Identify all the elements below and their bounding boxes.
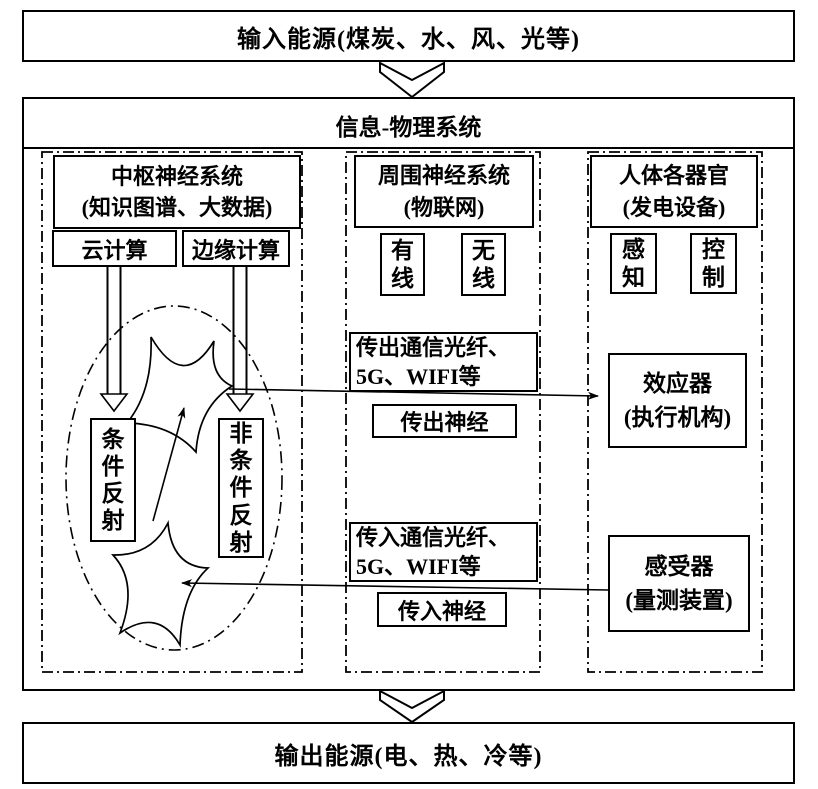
receptor-line2: (量测装置) <box>625 587 733 613</box>
central-column-frame <box>41 151 303 673</box>
afferent-nerve-label: 传入神经 <box>397 598 486 624</box>
central-header-line2: (知识图谱、大数据) <box>81 195 273 220</box>
edge-computing-label: 边缘计算 <box>191 237 280 263</box>
brain-ellipse-icon <box>65 305 283 651</box>
input-energy-label: 输入能源(煤炭、水、风、光等) <box>237 26 580 53</box>
efferent-comm-line2: 5G、WIFI等 <box>356 364 481 389</box>
peripheral-header: 周围神经系统 (物联网) <box>354 155 534 228</box>
cloud-down-arrow-icon <box>99 267 129 413</box>
reflex-arrow-icon <box>152 407 186 522</box>
sensing-box: 感知 <box>610 233 657 294</box>
unconditioned-reflex-label: 非条件反射 <box>229 421 253 555</box>
input-energy-box: 输入能源(煤炭、水、风、光等) <box>22 10 795 62</box>
organ-header: 人体各器官 (发电设备) <box>590 155 758 228</box>
output-energy-label: 输出能源(电、热、冷等) <box>274 743 543 770</box>
receptor-box: 感受器 (量测装置) <box>608 535 750 632</box>
cps-box <box>22 97 795 691</box>
cloud-computing-box: 云计算 <box>52 230 177 267</box>
effector-line2: (执行机构) <box>623 404 732 430</box>
conditioned-reflex-label: 条件反射 <box>101 426 125 534</box>
efferent-comm-line1: 传出通信光纤、 <box>356 334 511 360</box>
cloud-computing-label: 云计算 <box>81 237 148 263</box>
neuron-lower-icon <box>111 520 211 648</box>
peripheral-header-line1: 周围神经系统 <box>377 163 510 189</box>
efferent-nerve-box: 传出神经 <box>372 404 517 438</box>
wireless-label: 无线 <box>471 238 495 291</box>
afferent-arrow-icon <box>181 579 609 591</box>
efferent-nerve-label: 传出神经 <box>400 410 489 435</box>
organ-column-frame <box>587 151 763 673</box>
edge-down-arrow-icon <box>225 267 255 413</box>
output-flow-arrow-icon <box>379 689 445 724</box>
output-energy-box: 输出能源(电、热、冷等) <box>22 722 795 784</box>
peripheral-header-line2: (物联网) <box>403 194 485 220</box>
wireless-box: 无线 <box>461 233 506 296</box>
afferent-comm-box: 传入通信光纤、 5G、WIFI等 <box>349 522 538 582</box>
effector-line1: 效应器 <box>643 371 712 397</box>
input-flow-arrow-icon <box>379 61 445 99</box>
cps-title: 信息-物理系统 <box>335 115 482 140</box>
organ-header-line1: 人体各器官 <box>618 163 729 189</box>
afferent-comm-line2: 5G、WIFI等 <box>356 554 481 579</box>
afferent-nerve-box: 传入神经 <box>377 592 507 627</box>
edge-computing-box: 边缘计算 <box>182 230 290 267</box>
control-box: 控制 <box>690 233 737 294</box>
efferent-arrow-icon <box>228 388 599 400</box>
receptor-line1: 感受器 <box>644 554 714 580</box>
effector-box: 效应器 (执行机构) <box>608 353 747 448</box>
sensing-label: 感知 <box>621 237 645 290</box>
wired-box: 有线 <box>380 233 425 296</box>
efferent-comm-box: 传出通信光纤、 5G、WIFI等 <box>349 332 538 392</box>
organ-header-line2: (发电设备) <box>622 194 726 220</box>
conditioned-reflex-box: 条件反射 <box>90 418 136 542</box>
afferent-comm-line1: 传入通信光纤、 <box>356 524 511 550</box>
unconditioned-reflex-box: 非条件反射 <box>218 418 264 558</box>
central-header: 中枢神经系统 (知识图谱、大数据) <box>53 155 301 229</box>
neuron-upper-icon <box>125 336 234 455</box>
central-header-line1: 中枢神经系统 <box>110 163 243 189</box>
wired-label: 有线 <box>390 238 414 291</box>
control-label: 控制 <box>701 237 725 290</box>
